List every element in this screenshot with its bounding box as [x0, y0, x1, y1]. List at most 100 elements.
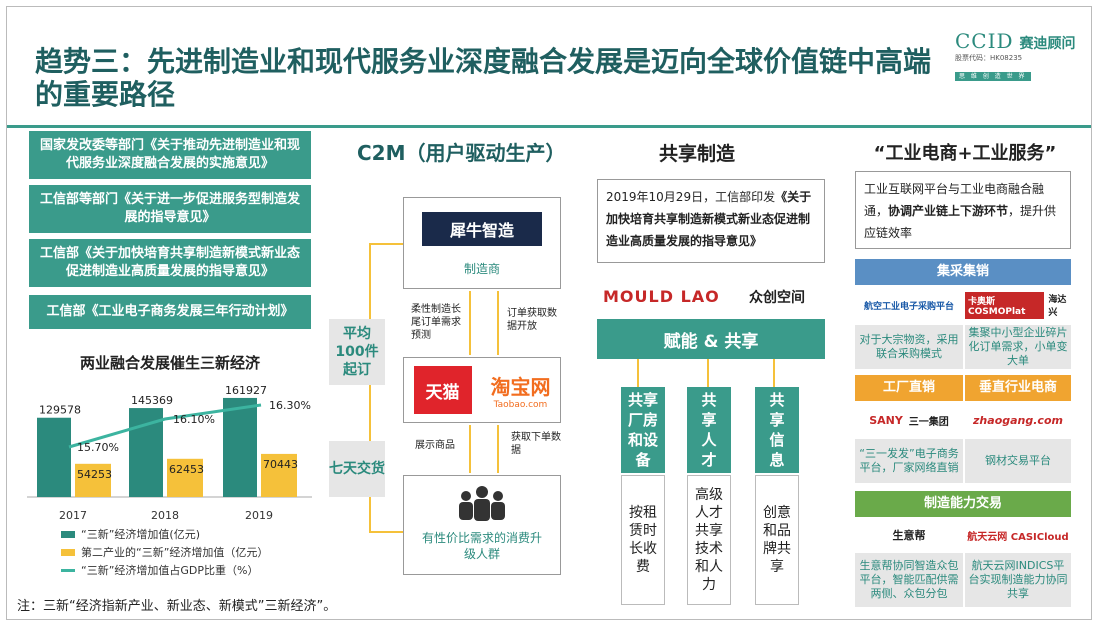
legend-label-2: 第二产业的“三新”经济增加值（亿元）: [81, 546, 269, 559]
policy-box-3: 工信部《关于加快培育共享制造新模式新业态 促进制造业高质量发展的指导意见》: [29, 239, 311, 287]
logo-casicloud: 航天云网 CASICloud: [965, 519, 1071, 551]
taobao-logo: 淘宝网 Taobao.com: [491, 371, 551, 410]
legend-swatch-3: [61, 568, 75, 572]
maker-logo: 犀牛智造: [422, 212, 542, 246]
title-divider: [7, 125, 1091, 128]
c2m-heading: C2M（用户驱动生产）: [357, 141, 566, 165]
consumer-label: 有性价比需求的消费升级人群: [421, 531, 542, 561]
band-capacity: 制造能力交易: [855, 491, 1071, 517]
share-col-head-1-text: 共享厂房和设备: [627, 391, 658, 469]
share-col-body-3-text: 创意和品牌共享: [763, 505, 791, 575]
share-col-head-2-text: 共享人才: [701, 391, 717, 469]
arrow-down-2: [469, 425, 471, 473]
logo-zhaogang: zhaogang.com: [965, 403, 1071, 437]
empower-arrow-1: [637, 359, 639, 387]
capacity-cell-1: 生意帮协同智造众包平台，智能匹配供需两侧、众包分包: [855, 553, 963, 607]
share-col-head-3-text: 共享信息: [769, 391, 785, 469]
legend-label-1: “三新”经济增加值(亿元): [81, 528, 200, 541]
maker-label: 制造商: [463, 262, 500, 276]
ind-desc-bold: 协调产业链上下游环节: [888, 204, 1009, 218]
arrow-down-1: [469, 291, 471, 355]
bar-total-label-2017: 129578: [39, 404, 81, 417]
capacity-cell-2: 航天云网INDICS平台实现制造能力协同共享: [965, 553, 1071, 607]
bar-secondary-2019: [261, 453, 297, 497]
chart-title: 两业融合发展催生三新经济: [79, 354, 260, 372]
band-jicai: 集采集销: [855, 259, 1071, 285]
empower-arrow-2: [707, 359, 709, 387]
logo-sany-text: SANY: [869, 413, 903, 427]
logo-shengyibang: 生意帮: [855, 519, 963, 551]
consumer-box: 有性价比需求的消费升级人群: [403, 475, 561, 575]
legend-item-2: 第二产业的“三新”经济增加值（亿元）: [61, 543, 268, 561]
arrow-up-2: [497, 425, 499, 473]
ind-desc-box: 工业互联网平台与工业电商融合融通，协调产业链上下游环节，提升供应链效率: [855, 171, 1071, 249]
ccid-logo: CCID 赛迪顾问 股票代码：HK08235 思 维 创 造 世 界: [955, 29, 1085, 81]
share-policy-box: 2019年10月29日，工信部印发《关于加快培育共享制造新模式新业态促进制造业高…: [597, 179, 825, 263]
direct-cell-1: “三一发发”电子商务平台，厂家网络直销: [855, 439, 963, 483]
arrow-up-1: [497, 291, 499, 355]
connector-bottom: [369, 531, 403, 533]
bar-total-label-2018: 145369: [131, 394, 173, 407]
gdp-share-line: [68, 403, 262, 449]
bar-secondary-2017: [75, 463, 111, 497]
logo-stock: 股票代码：HK08235: [955, 54, 1023, 62]
bar-secondary-label-2018: 62453: [169, 463, 204, 476]
empower-arrow-3: [773, 359, 775, 387]
legend-item-3: “三新”经济增加值占GDP比重（%）: [61, 561, 268, 579]
ind-heading: “工业电商+工业服务”: [873, 143, 1057, 164]
share-col-body-1: 按租赁时长收费: [621, 475, 665, 605]
platform-box: 天猫 淘宝网 Taobao.com: [403, 357, 561, 423]
maker-box: 犀牛智造 制造商: [403, 197, 561, 289]
gdp-share-label-2018: 16.10%: [173, 413, 215, 426]
flow-text-2: 订单获取数据开放: [507, 308, 557, 332]
connector-left: [369, 243, 371, 533]
bar-secondary-2018: [167, 458, 203, 497]
gdp-share-label-2019: 16.30%: [269, 399, 311, 412]
ind-desc-post: ，提升供应链效率: [864, 204, 1057, 240]
mouldlao-logo: MOULD LAO: [603, 287, 720, 306]
legend-item-1: “三新”经济增加值(亿元): [61, 525, 268, 543]
flow-text-4: 获取下单数据: [511, 432, 561, 456]
page-title: 趋势三：先进制造业和现代服务业深度融合发展是迈向全球价值链中高端的重要路径: [35, 45, 932, 111]
policy-box-4: 工信部《工业电子商务发展三年行动计划》: [29, 295, 311, 329]
tmall-logo: 天猫: [413, 366, 472, 414]
logo-tagline: 思 维 创 造 世 界: [955, 72, 1031, 81]
band-factory-direct: 工厂直销: [855, 375, 963, 401]
taobao-name: 淘宝网: [490, 374, 551, 399]
footnote: 注：三新“经济指新产业、新业态、新模式”三新经济”。: [17, 599, 337, 614]
share-col-body-3: 创意和品牌共享: [755, 475, 799, 605]
connector-top: [369, 243, 403, 245]
bar-total-label-2019: 161927: [225, 385, 267, 397]
people-icon: [459, 486, 505, 521]
jicai-cell-2: 集聚中小型企业碎片化订单需求，小单变大单: [965, 325, 1071, 369]
share-col-head-3: 共享信息: [755, 387, 799, 473]
chart-legend: “三新”经济增加值(亿元) 第二产业的“三新”经济增加值（亿元） “三新”经济增…: [61, 525, 268, 579]
tag-seven-days: 七天交货: [329, 441, 385, 497]
gdp-share-label-2017: 15.70%: [77, 441, 119, 454]
x-tick-2017: 2017: [59, 509, 87, 522]
logo-haidaxing: 海达兴: [1048, 295, 1067, 318]
share-col-body-2-text: 高级人才共享技术和人力: [695, 487, 723, 593]
share-col-head-2: 共享人才: [687, 387, 731, 473]
tag-min-order: 平均100件起订: [329, 319, 385, 385]
taobao-url: Taobao.com: [493, 399, 548, 410]
share-col-head-1: 共享厂房和设备: [621, 387, 665, 473]
logo-avic: 航空工业电子采购平台: [855, 287, 963, 323]
bar-total-2018: [129, 408, 163, 497]
policy-box-2: 工信部等部门《关于进一步促进服务型制造发展的指导意见》: [29, 185, 311, 233]
flow-text-1: 柔性制造长尾订单需求预测: [411, 304, 461, 341]
legend-swatch-2: [61, 548, 75, 556]
bar-total-2017: [37, 417, 71, 497]
band-vertical: 垂直行业电商: [965, 375, 1071, 401]
logo-name: 赛迪顾问: [1019, 36, 1076, 52]
share-col-body-2: 高级人才共享技术和人力: [687, 475, 731, 605]
bar-line-chart: 1295785425320171453696245320181619277044…: [27, 385, 312, 522]
bar-secondary-label-2019: 70443: [263, 458, 298, 471]
x-tick-2018: 2018: [151, 509, 179, 522]
jicai-cell-1: 对于大宗物资，采用联合采购模式: [855, 325, 963, 369]
policy-box-1: 国家发改委等部门《关于推动先进制造业和现代服务业深度融合发展的实施意见》: [29, 131, 311, 179]
x-tick-2019: 2019: [245, 509, 273, 522]
share-col-body-1-text: 按租赁时长收费: [629, 505, 657, 575]
flow-text-3: 展示商品: [415, 440, 455, 451]
